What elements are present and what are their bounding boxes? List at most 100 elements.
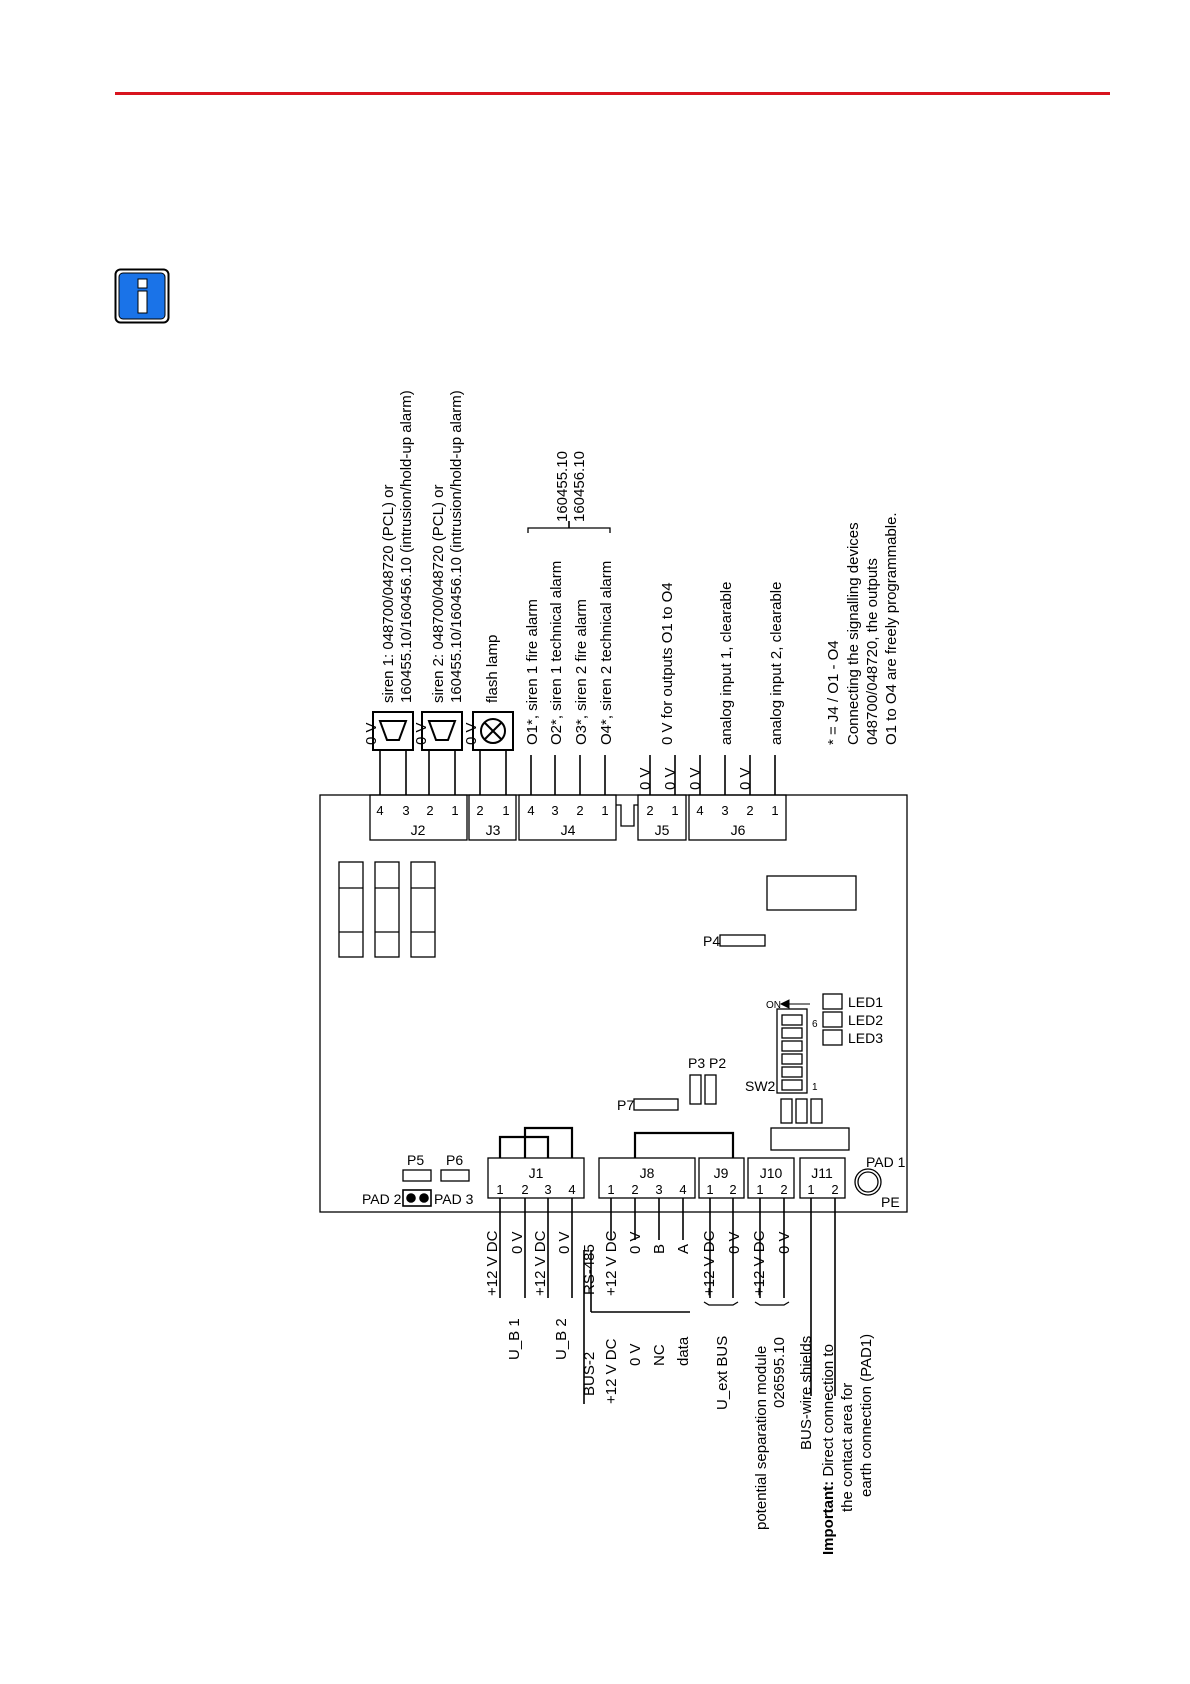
zero-v-label: 0 V [463, 722, 480, 745]
siren-2-label: 160455.10/160456.10 (intrusion/hold-up a… [448, 390, 465, 703]
j8-pin: 4 [679, 1182, 686, 1197]
important-line-1: Direct connection to [820, 1344, 837, 1481]
zero-v-label: 0 V [637, 767, 654, 790]
led-2-label: LED2 [848, 1012, 883, 1028]
rs485-label: RS-485 [581, 1244, 598, 1295]
jumper-p6 [440, 1169, 470, 1182]
chip [766, 875, 857, 911]
header-rule [115, 92, 1110, 95]
v12-label: +12 V DC [701, 1230, 718, 1296]
connector-j1 [487, 1157, 585, 1199]
bus2-label: BUS-2 [581, 1352, 598, 1396]
dip-switch-sw2 [776, 1008, 808, 1094]
j8-label: J8 [640, 1165, 655, 1181]
note-line: 048700/048720, the outputs [864, 558, 881, 745]
j11-label: J11 [811, 1165, 833, 1181]
o1-label: O1*, siren 1 fire alarm [524, 599, 541, 745]
outputs-zero-v-label: 0 V for outputs O1 to O4 [659, 582, 676, 745]
j5-label: J5 [655, 822, 670, 838]
j1-pin: 3 [544, 1182, 551, 1197]
uext-bus-label: U_ext BUS [714, 1336, 731, 1410]
j4-pin: 4 [527, 803, 534, 818]
fuse-3 [410, 861, 436, 958]
fuse-1 [338, 861, 364, 958]
part-number-b: 160456.10 [571, 451, 588, 522]
j10-label: J10 [760, 1165, 783, 1181]
led-3-box [822, 1029, 843, 1046]
j4-pin: 1 [601, 803, 608, 818]
v12-label: +12 V DC [751, 1230, 768, 1296]
jumper-p3 [689, 1074, 702, 1105]
connector-j3 [468, 794, 517, 841]
j6-pin: 2 [746, 803, 753, 818]
j1-label: J1 [529, 1165, 544, 1181]
j1-pin: 1 [496, 1182, 503, 1197]
j10-pin: 2 [780, 1182, 787, 1197]
b-label: B [651, 1244, 668, 1254]
jumper-p2 [704, 1074, 717, 1105]
p5-label: P5 [407, 1152, 424, 1168]
analog-input-2-label: analog input 2, clearable [768, 582, 785, 745]
j8-pin: 3 [655, 1182, 662, 1197]
connector-j10 [747, 1157, 795, 1199]
v12-label: +12 V DC [532, 1230, 549, 1296]
led-2-box [822, 1011, 843, 1028]
zero-v-label: 0 V [662, 767, 679, 790]
j8-pin: 2 [631, 1182, 638, 1197]
j4-label: J4 [561, 822, 576, 838]
o4-label: O4*, siren 2 technical alarm [598, 561, 615, 745]
zero-v-label: 0 V [627, 1231, 644, 1254]
connector-j9 [698, 1157, 745, 1199]
siren-2-symbol [421, 711, 463, 751]
pad-3-label: PAD 3 [434, 1191, 474, 1207]
j9-pin: 1 [706, 1182, 713, 1197]
pe-label: PE [881, 1194, 900, 1210]
jumper-p4 [719, 934, 766, 947]
bus2-zero-v-label: 0 V [627, 1343, 644, 1366]
data-label: data [675, 1336, 692, 1366]
sw2-position-6: 6 [812, 1019, 818, 1030]
bus2-v12-label: +12 V DC [603, 1338, 620, 1404]
zero-v-label: 0 V [363, 722, 380, 745]
zero-v-label: 0 V [737, 767, 754, 790]
p7-label: P7 [617, 1097, 634, 1113]
sw2-label: SW2 [745, 1078, 776, 1094]
siren-1-label: 160455.10/160456.10 (intrusion/hold-up a… [398, 390, 415, 703]
zero-v-label: 0 V [509, 1231, 526, 1254]
j11-pin: 1 [807, 1182, 814, 1197]
p6-label: P6 [446, 1152, 463, 1168]
part-number-a: 160455.10 [554, 451, 571, 522]
j8-pin: 1 [607, 1182, 614, 1197]
v12-label: +12 V DC [484, 1230, 501, 1296]
j4-pin: 2 [576, 803, 583, 818]
p3-p2-label: P3 P2 [688, 1055, 726, 1071]
connector-j5 [637, 794, 687, 841]
j6-pin: 3 [721, 803, 728, 818]
siren-2-label: siren 2: 048700/048720 (PCL) or [430, 485, 447, 703]
led-3-label: LED3 [848, 1030, 883, 1046]
o3-label: O3*, siren 2 fire alarm [573, 599, 590, 745]
j2-label: J2 [411, 822, 426, 838]
bus-shields-label: BUS-wire shields [798, 1336, 815, 1450]
note-line: O1 to O4 are freely programmable. [883, 512, 900, 745]
j5-pin: 1 [671, 803, 678, 818]
j4-pin: 3 [551, 803, 558, 818]
connector-j4 [518, 794, 617, 841]
important-line-2: the contact area for [839, 1383, 856, 1512]
o2-label: O2*, siren 1 technical alarm [548, 561, 565, 745]
j3-pin: 1 [502, 803, 509, 818]
connector-j6 [688, 794, 787, 841]
zero-v-label: 0 V [556, 1231, 573, 1254]
zero-v-label: 0 V [687, 767, 704, 790]
j6-pin: 4 [696, 803, 703, 818]
note-line: Connecting the signalling devices [845, 522, 862, 745]
socket [770, 1127, 850, 1151]
j5-pin: 2 [646, 803, 653, 818]
flash-lamp-label: flash lamp [484, 635, 501, 703]
j2-pin: 3 [402, 803, 409, 818]
important-note: Important: Direct connection to [820, 1344, 837, 1555]
siren-1-label: siren 1: 048700/048720 (PCL) or [380, 485, 397, 703]
pad-1 [854, 1168, 882, 1196]
pad-2-label: PAD 2 [362, 1191, 402, 1207]
